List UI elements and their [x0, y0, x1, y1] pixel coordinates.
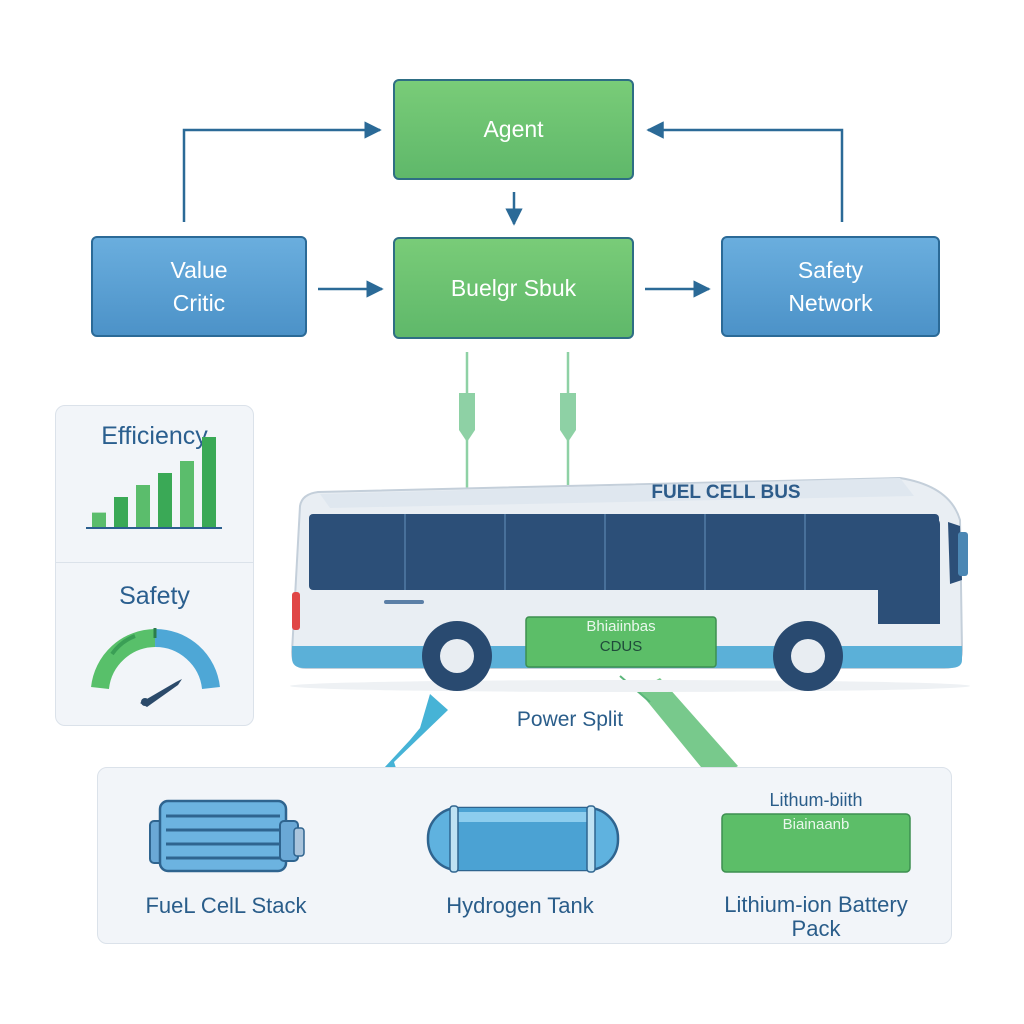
- efficiency-title: Efficiency: [101, 422, 208, 450]
- center-node: Buelgr Sbuk: [393, 237, 634, 339]
- agent-label: Agent: [483, 116, 544, 142]
- battery-top-label: Lithum-biith: [769, 790, 863, 810]
- safety-network-label: Safety Network: [788, 256, 873, 316]
- fuel-cell-stack-label: FueL CelL Stack: [145, 893, 307, 918]
- bus-title: FUEL CELL BUS: [651, 482, 801, 503]
- hydrogen-tank-label: Hydrogen Tank: [446, 893, 594, 918]
- power-split-right-arrow: [638, 678, 738, 778]
- safety-to-agent-arrow: [646, 121, 844, 222]
- battery-screen-label: Biainaanb: [782, 816, 850, 833]
- battery-pack-label: Lithium-ion Battery Pack: [724, 892, 908, 941]
- value-critic-label: Value Critic: [170, 256, 228, 316]
- bus-screen-line1: Bhiaiinbas: [586, 618, 656, 635]
- bus-screen-line2: CDUS: [599, 638, 643, 655]
- metrics-panel: [55, 405, 254, 726]
- power-split-label: Power Split: [516, 708, 624, 731]
- safety-network-node: Safety Network: [721, 236, 940, 337]
- value-critic-node: Value Critic: [91, 236, 307, 337]
- critic-to-agent-arrow: [182, 121, 382, 222]
- agent-node: Agent: [393, 79, 634, 180]
- safety-title: Safety: [119, 582, 190, 610]
- metrics-divider: [56, 562, 253, 563]
- center-label: Buelgr Sbuk: [450, 274, 577, 301]
